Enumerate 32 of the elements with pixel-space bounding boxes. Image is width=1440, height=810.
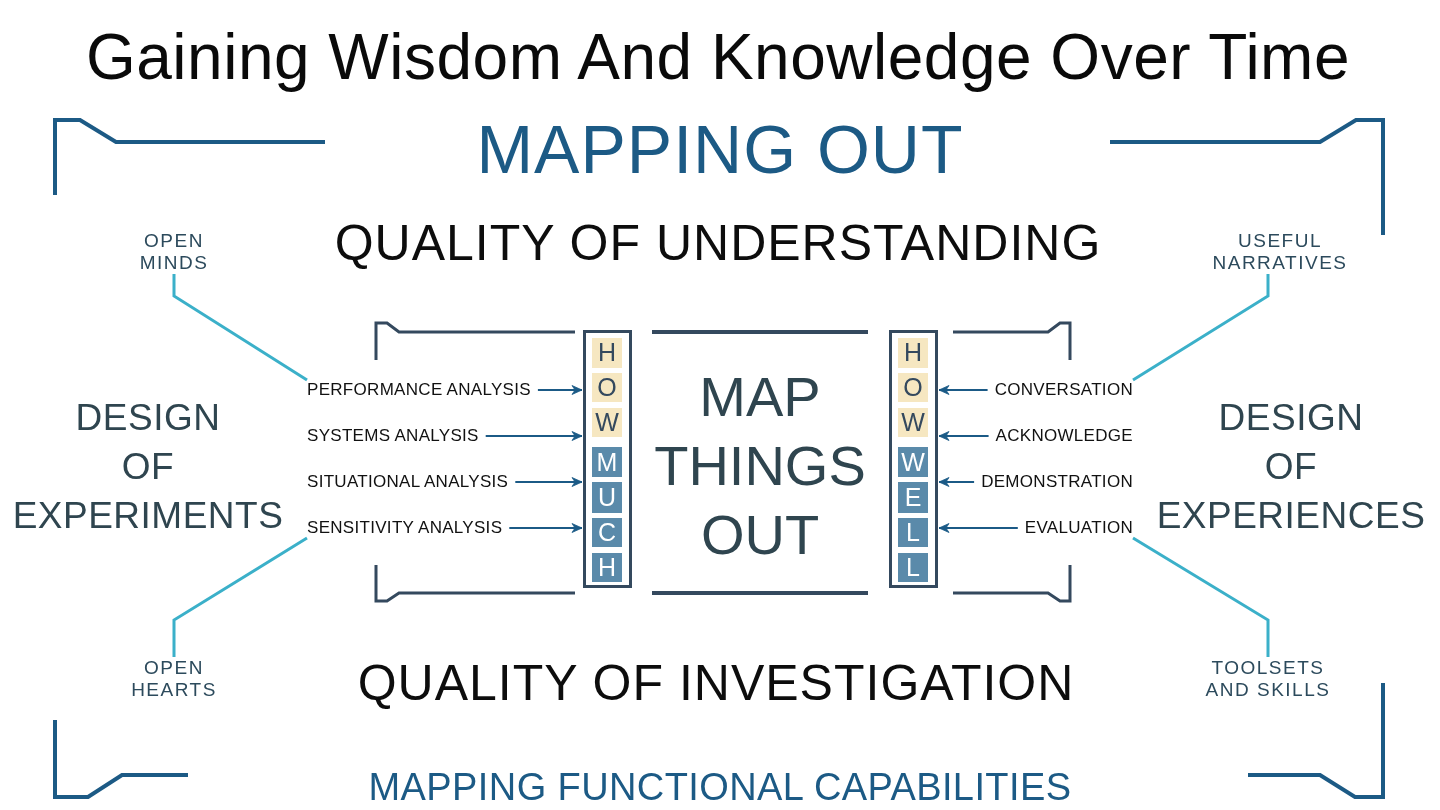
list-label: DEMONSTRATION (981, 472, 1133, 492)
list-label: CONVERSATION (994, 380, 1133, 400)
side-heading: DESIGN OF EXPERIMENTS (12, 396, 284, 538)
list-label: PERFORMANCE ANALYSIS (307, 380, 531, 400)
center-heading: MAP THINGS OUT (654, 364, 866, 568)
letter-column (889, 330, 938, 588)
list-label: ACKNOWLEDGE (995, 426, 1133, 446)
frame-footer-heading: MAPPING FUNCTIONAL CAPABILITIES (368, 765, 1072, 809)
frame-heading: MAPPING OUT (476, 110, 964, 188)
arrow (484, 431, 583, 441)
leader-line (172, 536, 308, 657)
list-label: SENSITIVITY ANALYSIS (307, 518, 503, 538)
page-title: Gaining Wisdom And Knowledge Over Time (86, 20, 1350, 94)
letter-column (583, 330, 632, 588)
side-heading: DESIGN OF EXPERIENCES (1156, 396, 1426, 538)
list-label: SYSTEMS ANALYSIS (307, 426, 479, 446)
leader-line (172, 274, 308, 382)
section-heading: QUALITY OF UNDERSTANDING (334, 214, 1102, 272)
list-label: SITUATIONAL ANALYSIS (307, 472, 509, 492)
leader-line (1132, 274, 1270, 382)
arrow (938, 477, 976, 487)
tiled-word: WELL (898, 444, 928, 585)
section-heading: QUALITY OF INVESTIGATION (357, 654, 1075, 712)
leader-caption: OPEN MINDS (139, 230, 209, 274)
leader-caption: TOOLSETS AND SKILLS (1201, 657, 1335, 701)
list-label: EVALUATION (1024, 518, 1133, 538)
heading-frame (652, 330, 868, 595)
leader-caption: USEFUL NARRATIVES (1212, 230, 1348, 274)
tiled-word: MUCH (592, 444, 622, 585)
arrow (514, 477, 583, 487)
leader-line (1132, 536, 1270, 657)
leader-caption: OPEN HEARTS (131, 657, 217, 701)
